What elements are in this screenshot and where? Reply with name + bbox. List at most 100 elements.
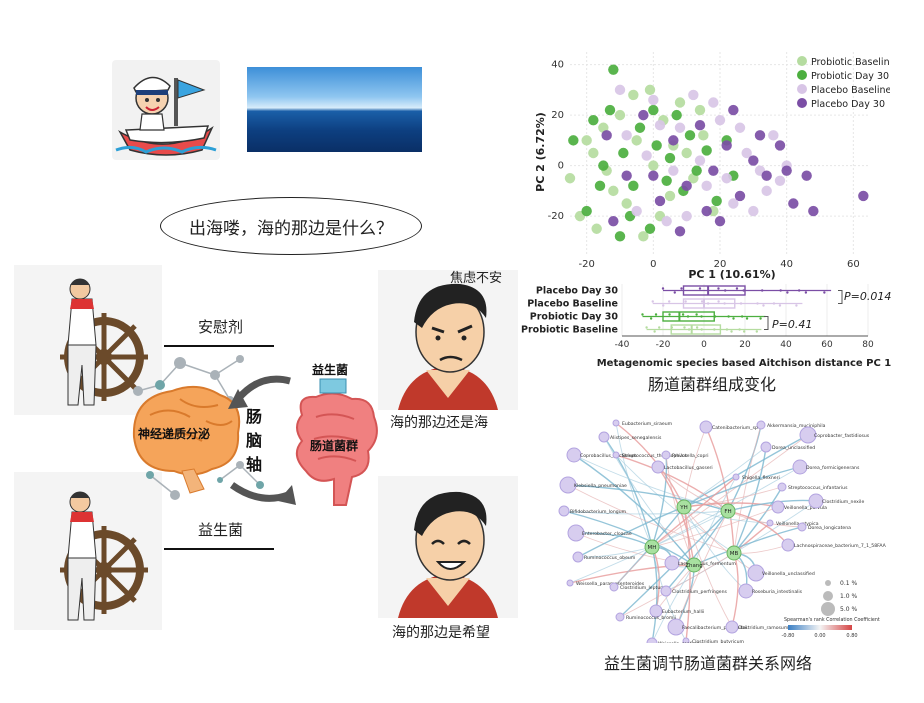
scatter-point [614, 231, 626, 242]
network-node-label: Prevotella_copri [672, 453, 709, 459]
network-edge [683, 466, 801, 508]
box-jitter-point [717, 300, 720, 303]
network-edge [567, 484, 729, 512]
box-jitter-point [725, 328, 729, 331]
network-color-legend-tick: 0.00 [814, 633, 825, 639]
scatter-point [618, 147, 629, 159]
network-node-label: Ruminococcus_obeum [584, 555, 636, 561]
box-jitter-point [662, 304, 665, 307]
scatter-point [808, 205, 819, 217]
box-x-tick: 20 [739, 340, 751, 350]
network-node [612, 419, 620, 427]
scatter-point [648, 94, 659, 106]
box-jitter-point [686, 315, 690, 318]
network-hub [676, 499, 692, 515]
microbiome-change-caption: 肠道菌群组成变化 [648, 375, 777, 394]
box-jitter-point [700, 315, 703, 318]
network-node [781, 538, 795, 552]
scatter-legend-label: Placebo Day 30 [811, 99, 885, 110]
anxious-tag: 焦虑不安 [450, 271, 503, 286]
scatter-point [644, 84, 656, 96]
network-node-label: Roseburia_intestinalis [752, 589, 803, 595]
scatter-point [591, 223, 602, 234]
scatter-point [661, 215, 672, 227]
network-node [615, 612, 625, 622]
scatter-legend-swatch [797, 56, 807, 66]
box-jitter-point [683, 326, 686, 329]
box-jitter-point [756, 302, 759, 305]
scatter-y-tick: -20 [548, 211, 564, 222]
scatter-legend-swatch [797, 70, 807, 80]
box-jitter-point [713, 328, 716, 331]
network-node [699, 420, 713, 434]
scatter-point [641, 150, 652, 161]
network-edge [693, 476, 737, 566]
network-edge [733, 446, 767, 554]
scatter-point [728, 198, 739, 209]
question-text: 出海喽，海的那边是什么？ [189, 218, 393, 239]
box-jitter-point [735, 287, 739, 290]
box-jitter-point [755, 330, 759, 333]
scatter-point [674, 97, 686, 108]
box-pvalue-probiotic: P=0.41 [772, 318, 812, 331]
scatter-point [648, 104, 659, 116]
network-edge [683, 506, 733, 628]
scatter-x-tick: 0 [650, 259, 656, 270]
scatter-point [684, 130, 696, 141]
network-edge [733, 486, 783, 554]
scatter-legend-swatch [797, 84, 807, 94]
box-jitter-point [759, 317, 762, 320]
box-category-label: Probiotic Baseline [521, 325, 618, 336]
network-color-legend-tick: 0.80 [846, 633, 857, 639]
network-hub [644, 539, 660, 555]
probiotic-label: 益生菌 [198, 521, 244, 539]
network-edge [651, 546, 660, 612]
box-jitter-point [641, 313, 644, 316]
network-size-legend-swatch [821, 602, 835, 616]
network-node-label: Clostridium_leptum [620, 585, 665, 591]
box-jitter-point [804, 291, 808, 294]
scatter-point [654, 120, 666, 131]
network-node [777, 482, 787, 492]
scatter-point [648, 160, 659, 171]
box-jitter-point [658, 326, 661, 329]
scatter-point [608, 215, 619, 227]
scatter-point [651, 140, 662, 151]
scatter-point [858, 190, 869, 202]
box-jitter-point [778, 304, 782, 307]
box-jitter-point [654, 313, 658, 316]
network-edge [651, 454, 668, 548]
network-node-label: Veillonella_unclassified [762, 571, 815, 577]
scatter-point [588, 147, 599, 159]
network-hub-label: YH [679, 505, 688, 511]
box-jitter-point [673, 291, 676, 294]
gut-label: 肠道菌群 [310, 439, 359, 453]
network-node-label: Dorea_longicatena [808, 525, 851, 531]
network-node-label: Veillonella_atypica [776, 521, 819, 527]
network-node [558, 505, 570, 517]
network-node-label: Ruminococcus_bromii [626, 615, 676, 621]
box-jitter-point [797, 289, 801, 292]
box-jitter-point [684, 300, 687, 303]
scatter-point [721, 140, 732, 151]
box-jitter-point [649, 317, 653, 320]
network-node-label: Lachnospiraceae_bacterium_7_1_58FAA [794, 543, 887, 549]
scatter-legend-label: Placebo Baseline [811, 85, 890, 96]
box-jitter-point [661, 287, 665, 290]
scatter-point [694, 120, 706, 131]
box-x-tick: 60 [821, 340, 833, 350]
network-hub-label: MH [648, 545, 657, 551]
network-node-label: Dorea_unclassified [772, 445, 815, 451]
placebo-arrow-line [164, 345, 274, 347]
box-bracket-probiotic [764, 316, 769, 330]
box-jitter-point [745, 317, 749, 320]
box-jitter-point [762, 304, 765, 307]
scatter-point [614, 84, 626, 96]
network-edge [615, 454, 729, 512]
placebo-label: 安慰剂 [198, 318, 244, 336]
network-node-label: Clostridium_nexile [822, 499, 864, 505]
scatter-point [644, 223, 656, 234]
network-node-label: Klebsiella_pneumoniae [574, 483, 627, 489]
network-node [661, 450, 671, 460]
box-jitter-point [695, 313, 698, 316]
